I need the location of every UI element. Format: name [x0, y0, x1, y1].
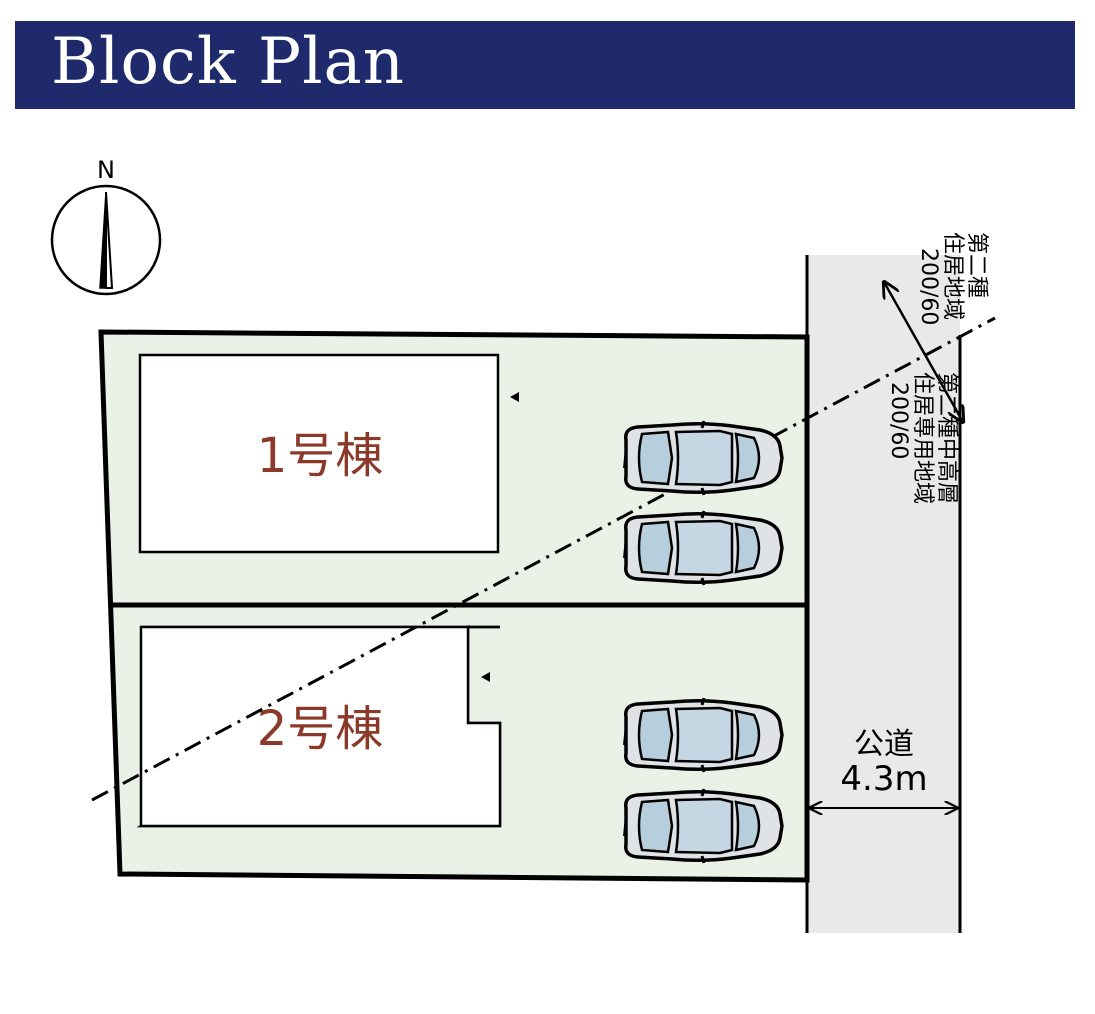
zoning-upper-line2: 住居地域 — [940, 232, 965, 320]
building-1-label: 1号棟 — [257, 428, 384, 484]
compass: N — [50, 156, 162, 296]
road-width-label: 4.3m — [840, 759, 927, 799]
car-icon — [622, 696, 784, 774]
compass-north-label: N — [97, 156, 115, 184]
building-2: 2号棟 — [136, 624, 502, 828]
title-bar: Block Plan — [15, 21, 1075, 109]
zoning-lower-line2: 住居専用地域 — [910, 372, 935, 504]
building-1-entrance-icon — [510, 392, 519, 402]
zoning-lower-line1: 第二種中高層 — [934, 372, 959, 504]
car-icon — [622, 419, 784, 497]
road-name-label: 公道 — [854, 727, 914, 762]
building-1-footprint — [138, 353, 500, 554]
zoning-arrow-icon — [884, 282, 963, 422]
building-2-label: 2号棟 — [257, 701, 384, 757]
zoning-upper-line1: 第二種 — [964, 232, 989, 298]
zoning-boundary-line — [91, 316, 996, 802]
zoning-annotation: 第二種 住居地域 200/60 第二種中高層 住居専用地域 200/60 — [884, 232, 989, 504]
page-title: Block Plan — [51, 25, 405, 99]
car-icon — [622, 509, 784, 587]
building-2-entrance-icon — [481, 672, 490, 682]
building-1: 1号棟 — [138, 353, 519, 554]
zoning-upper-ratio: 200/60 — [916, 248, 941, 325]
site-boundary — [98, 329, 810, 883]
zoning-lower-ratio: 200/60 — [886, 382, 911, 459]
road-surface — [808, 255, 960, 933]
road: 公道 4.3m — [805, 255, 962, 933]
car-icon — [622, 787, 784, 865]
